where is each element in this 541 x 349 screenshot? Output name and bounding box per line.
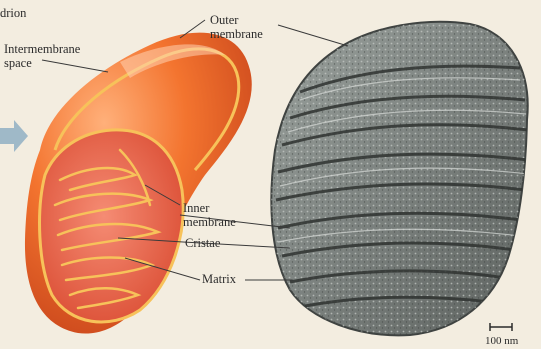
cristae-label: Cristae [185, 236, 220, 250]
electron-micrograph [260, 15, 540, 345]
arrow-right-icon [0, 120, 28, 152]
mitochondrion-cutaway [25, 33, 252, 334]
scale-bar-label: 100 nm [485, 334, 518, 348]
inner-membrane-label: Inner membrane [183, 201, 236, 229]
scale-bar [490, 323, 512, 331]
matrix-label: Matrix [202, 272, 236, 286]
outer-membrane-label: Outer membrane [210, 13, 263, 41]
intermembrane-space-label: Intermembrane space [4, 42, 80, 70]
inner-membrane-shape [40, 130, 184, 322]
fragment-label: drion [0, 6, 26, 20]
